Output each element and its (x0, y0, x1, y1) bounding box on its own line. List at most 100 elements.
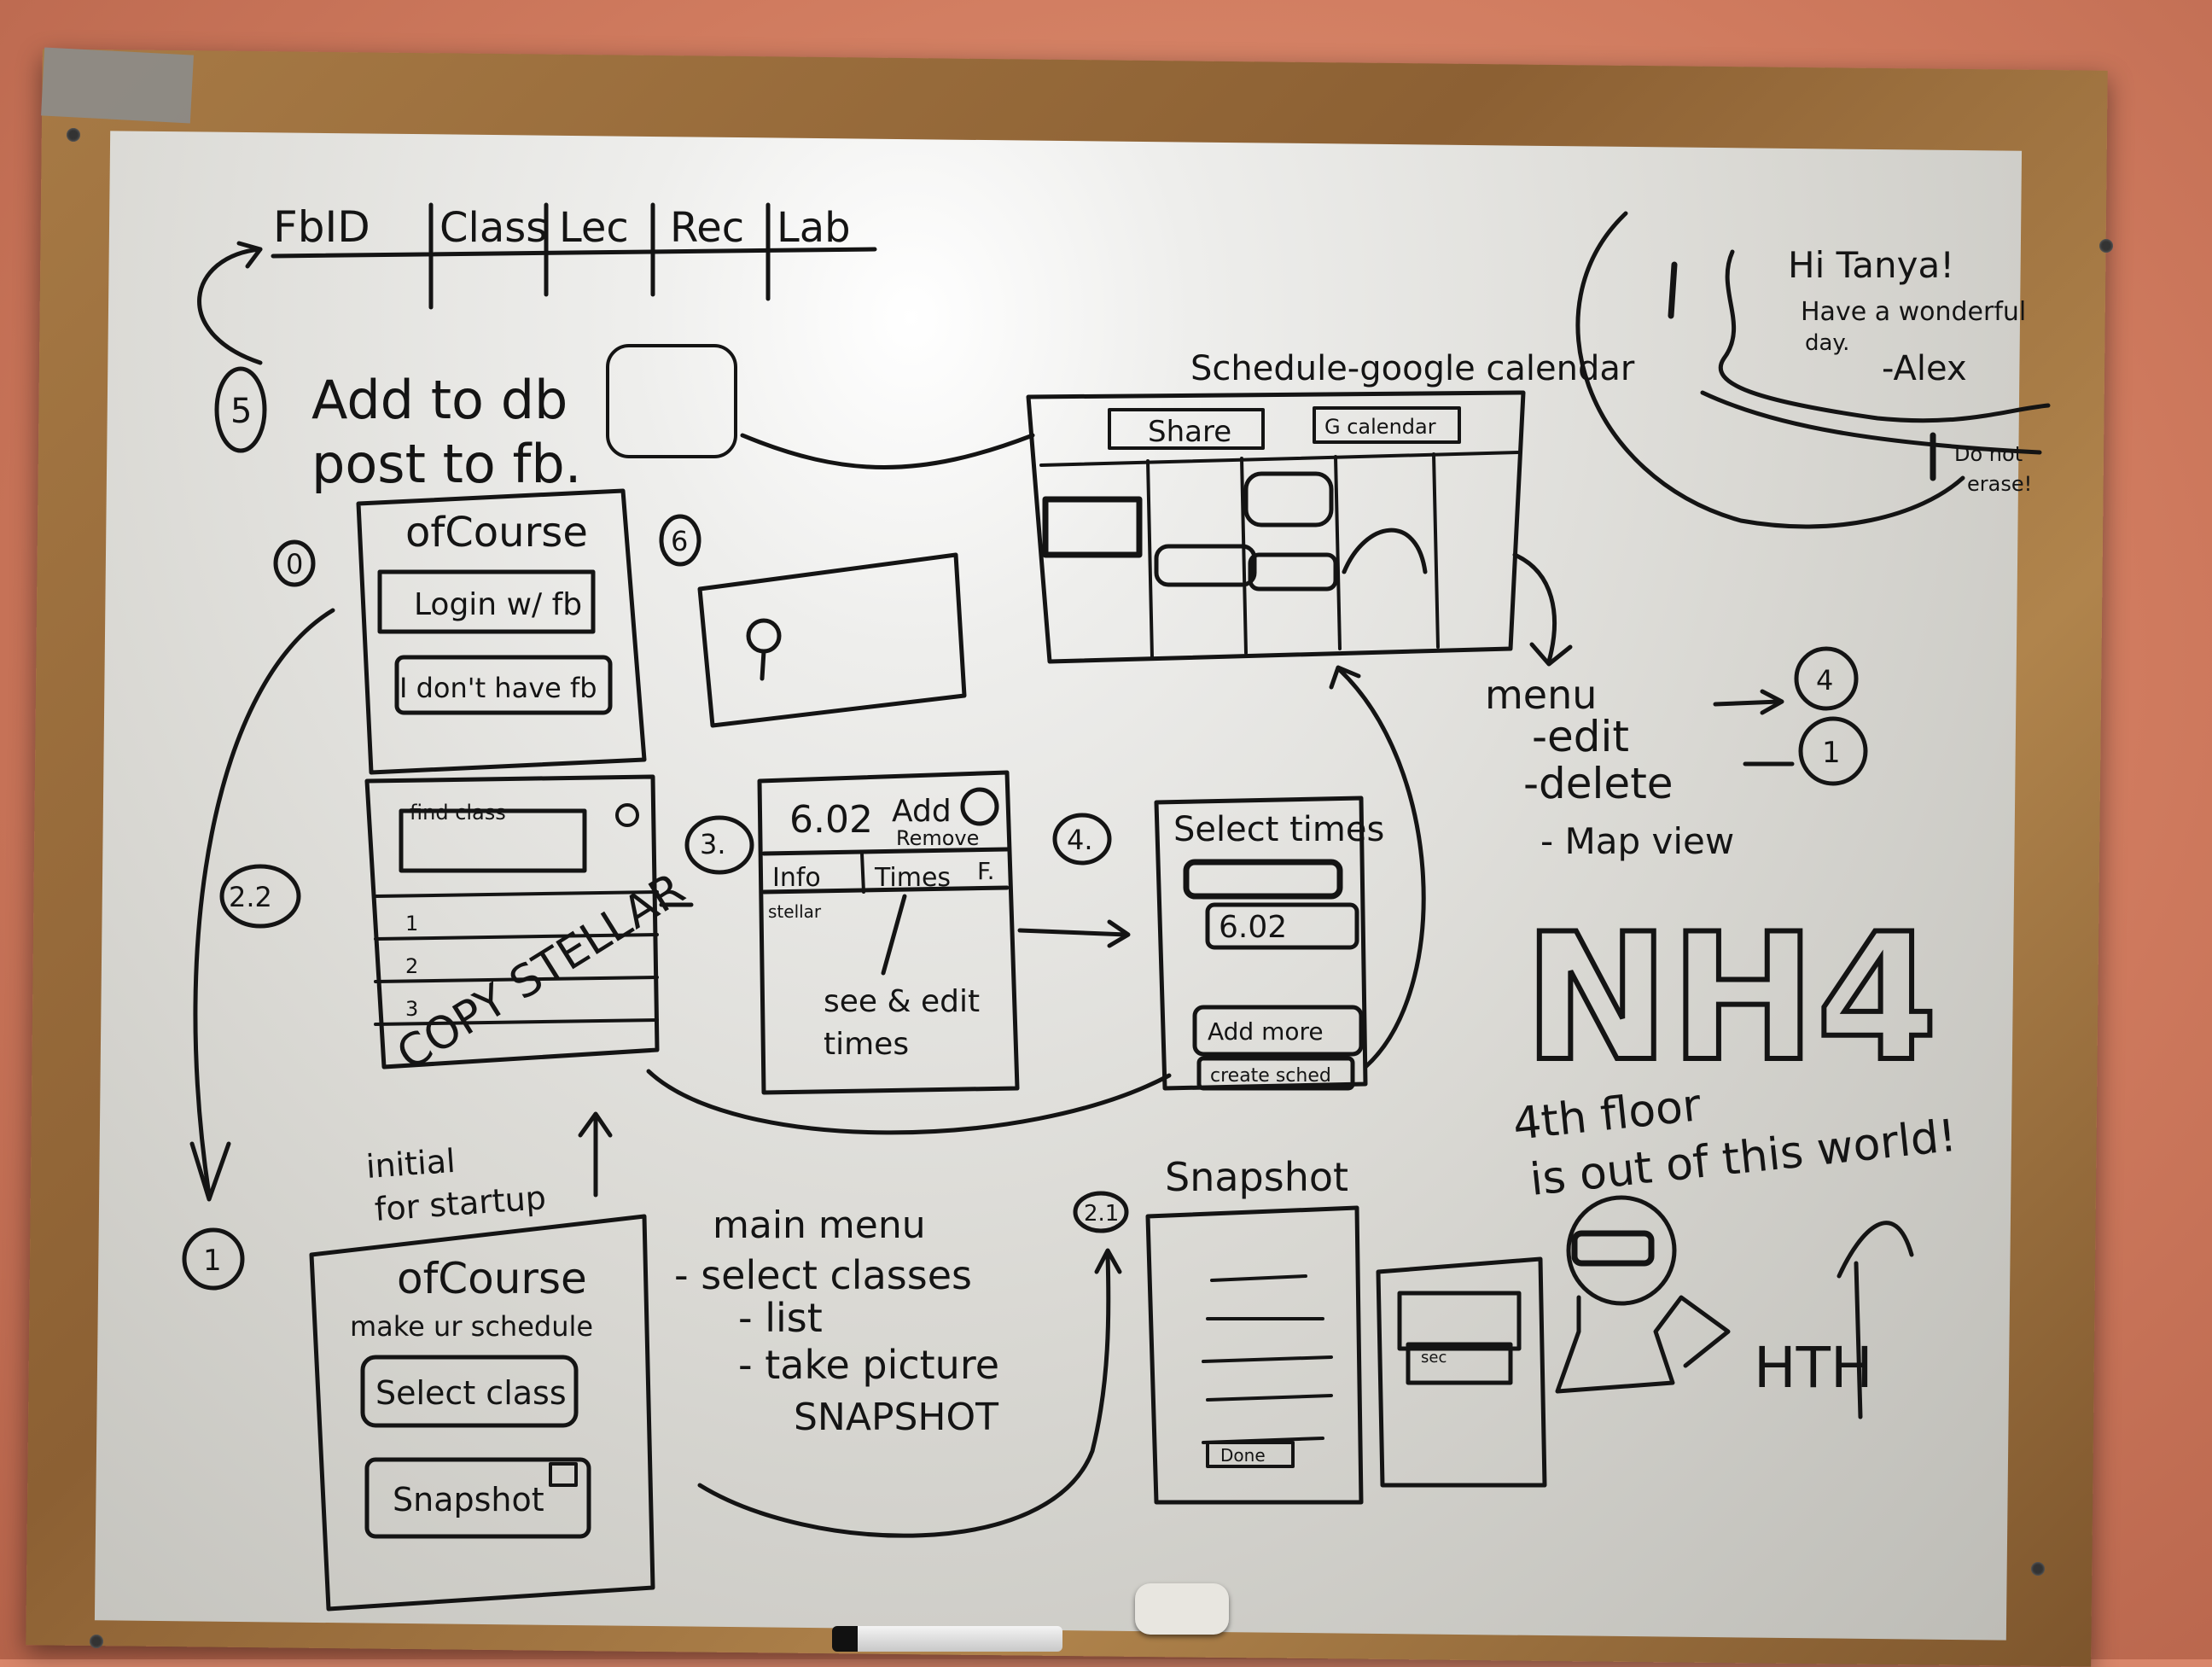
class-sub-label: stellar (768, 901, 822, 922)
map-screen-sketch: 6 (659, 514, 967, 728)
menu-sketch: menu -edit -delete - Map view 4 1 (1485, 552, 1868, 862)
schedule-calendar-sketch: Schedule-google calendar Share G calenda… (1026, 349, 1635, 664)
google-calendar-label: G calendar (1324, 415, 1436, 439)
add-more-label: Add more (1208, 1017, 1324, 1046)
class-add-label: Add (892, 794, 952, 829)
class-step-number: 3. (700, 828, 726, 860)
login-step-number: 0 (286, 548, 303, 580)
main-menu-title: main menu (713, 1204, 926, 1247)
select-times-sketch: 4. Select times 6.02 Add more create sch… (646, 665, 1426, 1135)
table-header-sketch: FbID Class Lec Rec Lab (197, 202, 877, 365)
do-not-erase-line2: erase! (1967, 472, 2032, 496)
schedule-caption: Schedule-google calendar (1190, 349, 1635, 388)
login-title: ofCourse (405, 509, 588, 557)
select-times-title: Select times (1173, 810, 1384, 849)
loop-arrow (197, 247, 263, 365)
menu-item-edit: -edit (1532, 712, 1629, 761)
mounting-screw (67, 128, 80, 142)
no-fb-label: I don't have fb (399, 672, 597, 704)
greeting-sketch: Hi Tanya! Have a wonderful day. -Alex Do… (1575, 211, 2051, 529)
class-course-number: 6.02 (789, 798, 873, 842)
find-classes-sketch: 2.2 find class 1 2 3 COPY STELLAR (219, 774, 694, 1081)
class-remove-label: Remove (896, 826, 979, 850)
google-calendar-button (1313, 406, 1461, 444)
snapshot-preview-button (1406, 1342, 1513, 1385)
search-icon (615, 803, 639, 827)
map-step-number: 6 (671, 525, 688, 557)
add-more-button (1192, 1005, 1364, 1057)
greeting-line2: Have a wonderful (1801, 297, 2026, 327)
class-tab-times: Times (874, 863, 951, 893)
share-button (1108, 408, 1265, 450)
find-row-number: 1 (405, 912, 418, 936)
initial-note-line1: initial (365, 1142, 457, 1186)
main-menu-item: - take picture (738, 1342, 999, 1388)
calendar-event (1154, 544, 1257, 587)
share-button-label: Share (1148, 415, 1231, 449)
greeting-line1: Hi Tanya! (1788, 244, 1954, 286)
nh4-logo-sketch: NH4 4th floor is out of this world! (1511, 895, 1959, 1206)
snapshot-button (364, 1457, 591, 1539)
hth-letters: HTH (1754, 1335, 1873, 1401)
initial-startup-note: initial for startup (189, 1111, 613, 1228)
step-5-note: 5 Add to db post to fb. (214, 344, 1035, 495)
astronaut-doodle: HTH (1555, 1195, 1914, 1419)
menu-delete-target: 1 (1822, 736, 1841, 770)
step-5-line2: post to fb. (311, 433, 581, 495)
mounting-screw (2031, 1562, 2045, 1576)
time-option (1205, 902, 1359, 950)
class-tab-f: F. (977, 857, 995, 885)
find-row-number: 2 (405, 954, 418, 978)
menu-item-map-view: - Map view (1540, 820, 1734, 862)
column-lec: Lec (559, 204, 629, 252)
times-step-number: 4. (1067, 824, 1093, 856)
main-menu-item: SNAPSHOT (794, 1396, 998, 1439)
login-with-fb-label: Login w/ fb (414, 587, 582, 622)
calendar-event (1342, 527, 1428, 574)
snapshot-done-button (1206, 1441, 1295, 1468)
calendar-event (1243, 471, 1334, 527)
eraser (1135, 1583, 1229, 1635)
create-schedule-button (1196, 1056, 1355, 1091)
snapshot-screen-sketch: 2.1 Snapshot Done sec (1073, 1154, 1547, 1505)
create-schedule-label: create sched (1210, 1065, 1331, 1087)
class-note-line1: see & edit (824, 984, 980, 1019)
select-class-button (360, 1355, 579, 1428)
find-step-number: 2.2 (229, 881, 272, 913)
find-class-search-field (399, 808, 587, 873)
mounting-screw (90, 1635, 103, 1648)
menu-edit-target: 4 (1816, 664, 1833, 697)
do-not-erase-line1: Do not (1954, 442, 2023, 466)
select-times-course: 6.02 (1219, 910, 1287, 945)
snapshot-label: Snapshot (393, 1481, 544, 1518)
time-option (1183, 859, 1343, 900)
snapshot-title: Snapshot (1165, 1154, 1348, 1200)
login-with-fb-button (377, 569, 596, 634)
nh4-logo: NH4 (1523, 897, 1938, 1100)
column-class: Class (439, 204, 547, 252)
step-5-number: 5 (230, 392, 252, 431)
class-tab-info: Info (772, 863, 821, 893)
no-fb-button (394, 655, 613, 715)
step-5-line1: Add to db (311, 369, 568, 431)
main-step-number: 1 (203, 1244, 222, 1278)
column-fbid: FbID (273, 202, 370, 252)
select-class-label: Select class (375, 1374, 567, 1412)
menu-title: menu (1485, 672, 1597, 718)
find-row-number: 3 (405, 997, 418, 1021)
snapshot-preview-label: sec (1421, 1349, 1447, 1367)
class-detail-sketch: 3. 6.02 Add Remove Info Times F. stellar… (684, 770, 1131, 1095)
column-rec: Rec (670, 204, 744, 252)
snapshot-step-number: 2.1 (1084, 1201, 1119, 1227)
main-menu-item: - select classes (674, 1252, 972, 1298)
main-title: ofCourse (397, 1254, 587, 1303)
map-pin-icon (746, 618, 782, 654)
snapshot-preview-window (1397, 1291, 1522, 1351)
main-screen-sketch: 1 ofCourse make ur schedule Select class… (182, 1214, 655, 1612)
main-menu-item: - list (738, 1295, 823, 1341)
login-screen-sketch: 0 ofCourse Login w/ fb I don't have fb (193, 488, 647, 1198)
initial-note-line2: for startup (374, 1179, 548, 1228)
main-subtitle: make ur schedule (350, 1310, 593, 1343)
greeting-signature: -Alex (1882, 349, 1967, 388)
snapshot-preview-frame (1376, 1256, 1547, 1488)
